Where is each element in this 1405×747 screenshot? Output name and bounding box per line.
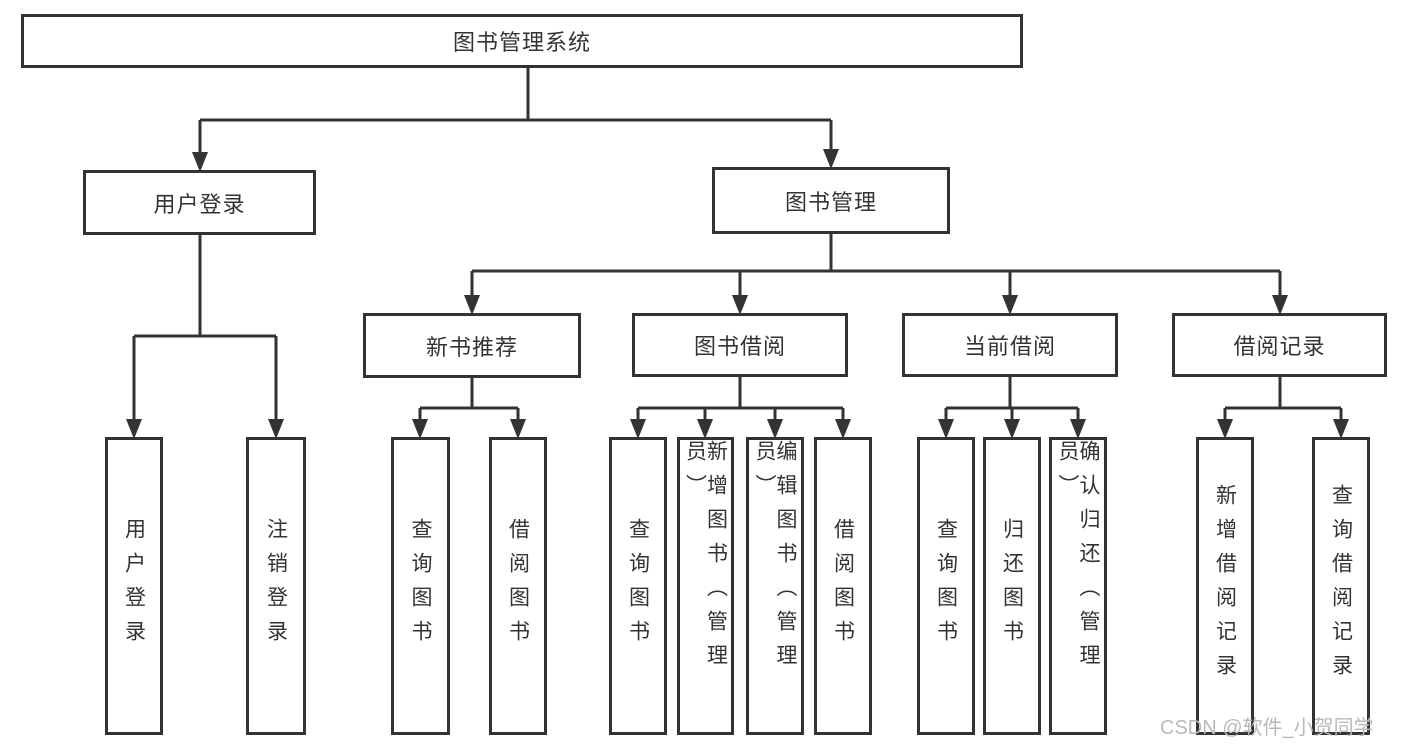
watermark: CSDN @软件_小贺同学 [1160,717,1374,739]
leaf-borrow-book-recommend: 借阅图书 [489,437,547,735]
leaf-confirm-return-admin: 确认归还（管理员） [1049,437,1107,735]
leaf-logout: 注销登录 [246,437,306,735]
leaf-query-book-recommend: 查询图书 [391,437,450,735]
node-current-borrow: 当前借阅 [902,313,1118,377]
leaf-borrow-book: 借阅图书 [814,437,872,735]
node-book-management: 图书管理 [712,167,950,234]
leaf-edit-book-admin: 编辑图书（管理员） [746,437,804,735]
leaf-query-book-borrow: 查询图书 [609,437,667,735]
leaf-query-book-current: 查询图书 [917,437,975,735]
node-book-borrow: 图书借阅 [632,313,848,377]
leaf-query-borrow-record: 查询借阅记录 [1312,437,1370,735]
node-library-management-system: 图书管理系统 [21,14,1023,68]
node-user-login: 用户登录 [83,170,316,235]
leaf-add-book-admin: 新增图书（管理员） [677,437,734,735]
tree-edges [132,68,1343,421]
node-borrow-records: 借阅记录 [1172,313,1387,377]
leaf-add-borrow-record: 新增借阅记录 [1196,437,1254,735]
leaf-user-login: 用户登录 [105,437,163,735]
leaf-return-book: 归还图书 [983,437,1041,735]
arrowheads [126,149,1349,439]
node-new-book-recommend: 新书推荐 [363,313,581,378]
